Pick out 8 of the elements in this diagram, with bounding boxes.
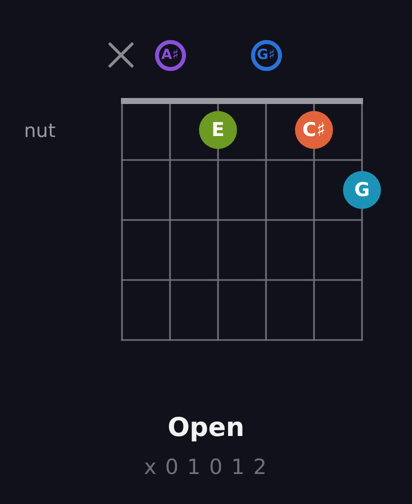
- chord-name: Open: [166, 412, 246, 445]
- fingering-text: x 0 1 0 1 2: [144, 454, 268, 481]
- finger-dot: E: [199, 111, 237, 149]
- finger-dot: G: [343, 171, 381, 209]
- open-string-ring: A♯: [154, 40, 186, 70]
- open-string-ring: G♯: [250, 40, 282, 70]
- nut-label: nut: [24, 119, 56, 144]
- finger-dot: C♯: [295, 111, 333, 149]
